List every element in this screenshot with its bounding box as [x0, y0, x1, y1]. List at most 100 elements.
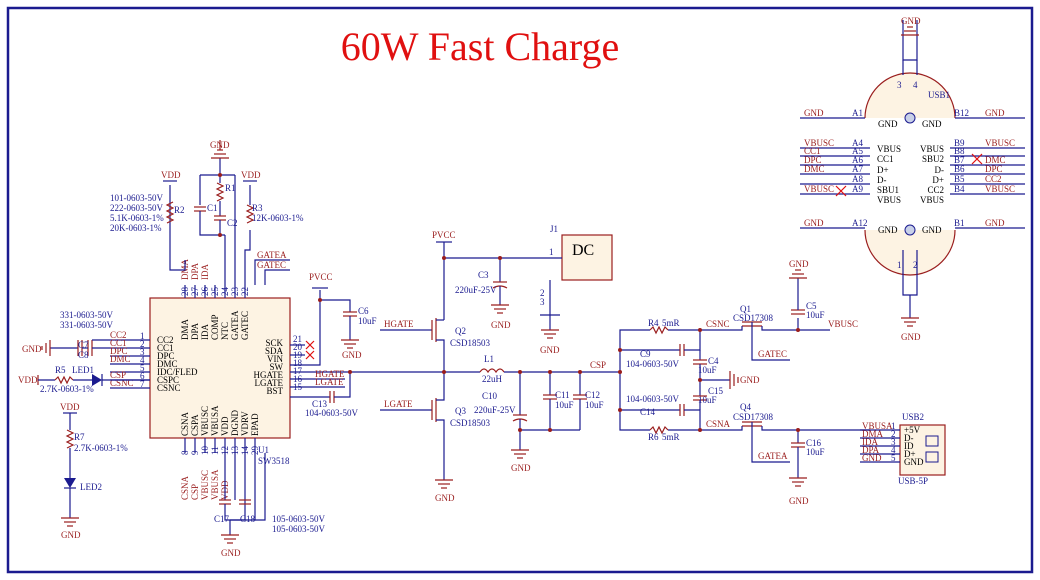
usb1-top-arc [864, 72, 956, 119]
u1-pin-num-29: 29 [250, 446, 260, 456]
r2-value-4: 20K-0603-1% [110, 223, 162, 233]
usb2-pin-num-2: 2 [891, 429, 896, 439]
usb1-left-net-A7: DMC [804, 164, 825, 174]
u1-part: SW3518 [258, 456, 290, 466]
u1-net-left: CC2 [110, 330, 127, 340]
r7-body [65, 429, 75, 449]
r5-body [54, 375, 74, 385]
u1-pin-name-25: COMP [210, 314, 220, 340]
u1-pin-num-5: 5 [140, 363, 145, 373]
usb2-pin-num-5: 5 [891, 453, 896, 463]
u1-net-left: CC1 [110, 338, 127, 348]
usb1-inner-left: D+ [877, 165, 889, 175]
usb1-pin-bot-1: 1 [897, 260, 902, 270]
r6-label: R6 [648, 432, 659, 442]
usb1-right-pin-B5: B5 [954, 174, 965, 184]
j1-pin-3: 3 [540, 297, 545, 307]
usb1-left-net-A12: GND [804, 218, 824, 228]
u1-pin-name-6: CSPC [157, 375, 179, 385]
r2-body [165, 201, 175, 224]
usb2-net-3: IDA [862, 437, 878, 447]
u1-body [149, 297, 291, 439]
usb2-body [899, 424, 946, 476]
u1-pin-name-24: NTC [220, 322, 230, 340]
usb2-port-icon [925, 435, 939, 447]
usb1-pin-bot-2: 2 [913, 260, 918, 270]
u1-pin-num-9: 9 [190, 450, 200, 455]
usb2-label: USB2 [902, 412, 924, 422]
r3-body [245, 204, 255, 224]
u1-pin-num-22: 22 [240, 287, 250, 296]
net-csna: CSNA [706, 419, 731, 429]
q1-part: CSD17308 [733, 313, 774, 323]
u1-pin-num-1: 1 [140, 331, 145, 341]
u1-pin-name-13: DGND [230, 410, 240, 436]
u1-top-pins: DMA28DPA27IDA26COMP25NTC24GATEA23GATEC22… [180, 258, 250, 340]
usb1-inner-right: SBU2 [922, 154, 944, 164]
usb2-pin-name-2: D- [904, 433, 914, 443]
u1-pin-name-28: DMA [180, 318, 190, 340]
u1-pin-num-17: 17 [293, 366, 303, 376]
net-gatea-u1: GATEA [257, 250, 287, 260]
r5-value: 2.7K-0603-1% [40, 384, 94, 394]
gnd-label-q3: GND [435, 493, 455, 503]
wire-dma-r2 [169, 235, 186, 271]
net-gatea-q4: GATEA [758, 451, 788, 461]
u1-net-top: IDA [200, 264, 210, 280]
r7-value: 2.7K-0603-1% [74, 443, 128, 453]
usb2-part: USB-5P [898, 476, 928, 486]
q3-part: CSD18503 [450, 418, 491, 428]
usb1-left-pin-A7: A7 [852, 164, 863, 174]
u1-pin-name-27: DPA [190, 322, 200, 340]
usb1-inner-right: VBUS [920, 195, 944, 205]
u1-net-top: DPA [190, 262, 200, 280]
usb1-left-pin-A6: A6 [852, 155, 863, 165]
gnd-label-c6: GND [342, 350, 362, 360]
u1-net-bottom: VBUSC [200, 470, 210, 500]
net-vbusc: VBUSC [828, 319, 858, 329]
u1-pin-name-26: IDA [200, 324, 210, 340]
usb2-net-4: DPA [862, 445, 880, 455]
u1-pin-name-23: GATEA [230, 310, 240, 340]
net-lgate-q3: LGATE [384, 399, 413, 409]
u1-pin-num-21: 21 [293, 334, 302, 344]
usb1-right-pin-B4: B4 [954, 184, 965, 194]
u1-pin-num-18: 18 [293, 358, 303, 368]
u1-pin-name-17: HGATE [254, 370, 284, 380]
usb2-pin-name-1: +5V [904, 425, 921, 435]
u1-pin-name-3: DPC [157, 351, 175, 361]
u1-pin-name-4: DMC [157, 359, 178, 369]
net-gatec-u1: GATEC [257, 260, 286, 270]
u1-pin-num-26: 26 [200, 287, 210, 297]
u1-pin-num-28: 28 [180, 287, 190, 297]
c6-value: 10uF [358, 316, 377, 326]
c78-value-2: 331-0603-50V [60, 320, 113, 330]
usb1-right-pin-B12: B12 [954, 108, 969, 118]
usb1-right-net-B6: DPC [985, 164, 1003, 174]
usb1-left-pin-A4: A4 [852, 138, 863, 148]
u1-pin-num-24: 24 [220, 287, 230, 297]
u1-pin-name-29: EPAD [250, 413, 260, 436]
usb1-inner-right: CC2 [927, 185, 944, 195]
usb1-left-pin-A1: A1 [852, 108, 863, 118]
usb1-label: USB1 [928, 90, 950, 100]
u1-pin-name-18: SW [270, 362, 284, 372]
usb1-inner-left: VBUS [877, 195, 901, 205]
usb1-left-net-A5: CC1 [804, 146, 821, 156]
usb2-net-5: GND [862, 453, 882, 463]
j1-pin-2: 2 [540, 288, 545, 298]
usb1-right-pin-B9: B9 [954, 138, 965, 148]
usb1-left-pin-A8: A8 [852, 174, 863, 184]
u1-pin-num-7: 7 [140, 379, 145, 389]
u1-pin-name-1: CC2 [157, 335, 174, 345]
usb1-right-pin-B7: B7 [954, 155, 965, 165]
usb1-left-net-A9: VBUSC [804, 184, 834, 194]
c3-value: 220uF-25V [455, 285, 497, 295]
u1-net-left: DPC [110, 346, 128, 356]
j1-label: J1 [550, 224, 558, 234]
u1-pin-num-6: 6 [140, 371, 145, 381]
u1-net-bottom: VBUSA [210, 469, 220, 500]
usb1-right-net-B12: GND [985, 108, 1005, 118]
usb2-net-1: VBUSA [862, 421, 893, 431]
